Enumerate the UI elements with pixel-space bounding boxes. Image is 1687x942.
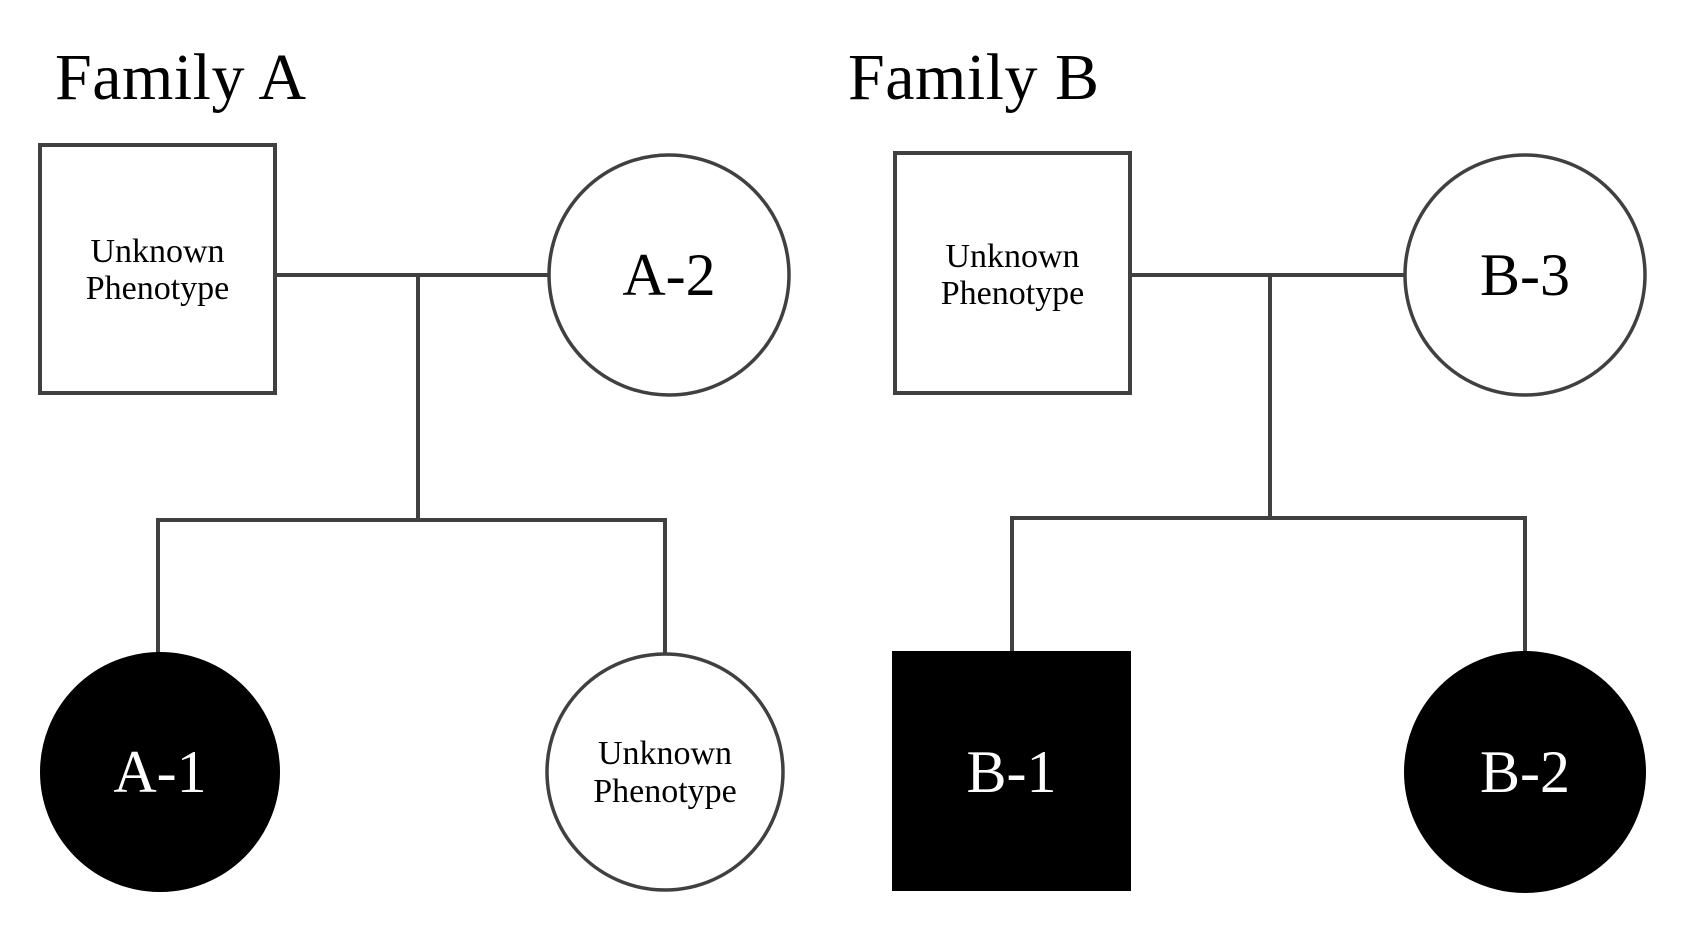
family-b-father-square[interactable] [893, 151, 1132, 395]
family-a-child-unknown-circle[interactable] [545, 652, 785, 892]
family-a-child-a1-circle[interactable] [40, 652, 280, 892]
family-b-mother-circle[interactable] [1403, 153, 1647, 397]
family-a-group [38, 143, 791, 892]
family-a-title: Family A [55, 41, 307, 114]
family-b-title: Family B [848, 41, 1100, 114]
family-b-child-b1-square[interactable] [892, 651, 1131, 891]
family-a-mother-circle[interactable] [547, 153, 791, 397]
family-a-father-square[interactable] [38, 143, 277, 395]
family-b-group [892, 151, 1647, 893]
family-b-child-b2-circle[interactable] [1404, 651, 1646, 893]
